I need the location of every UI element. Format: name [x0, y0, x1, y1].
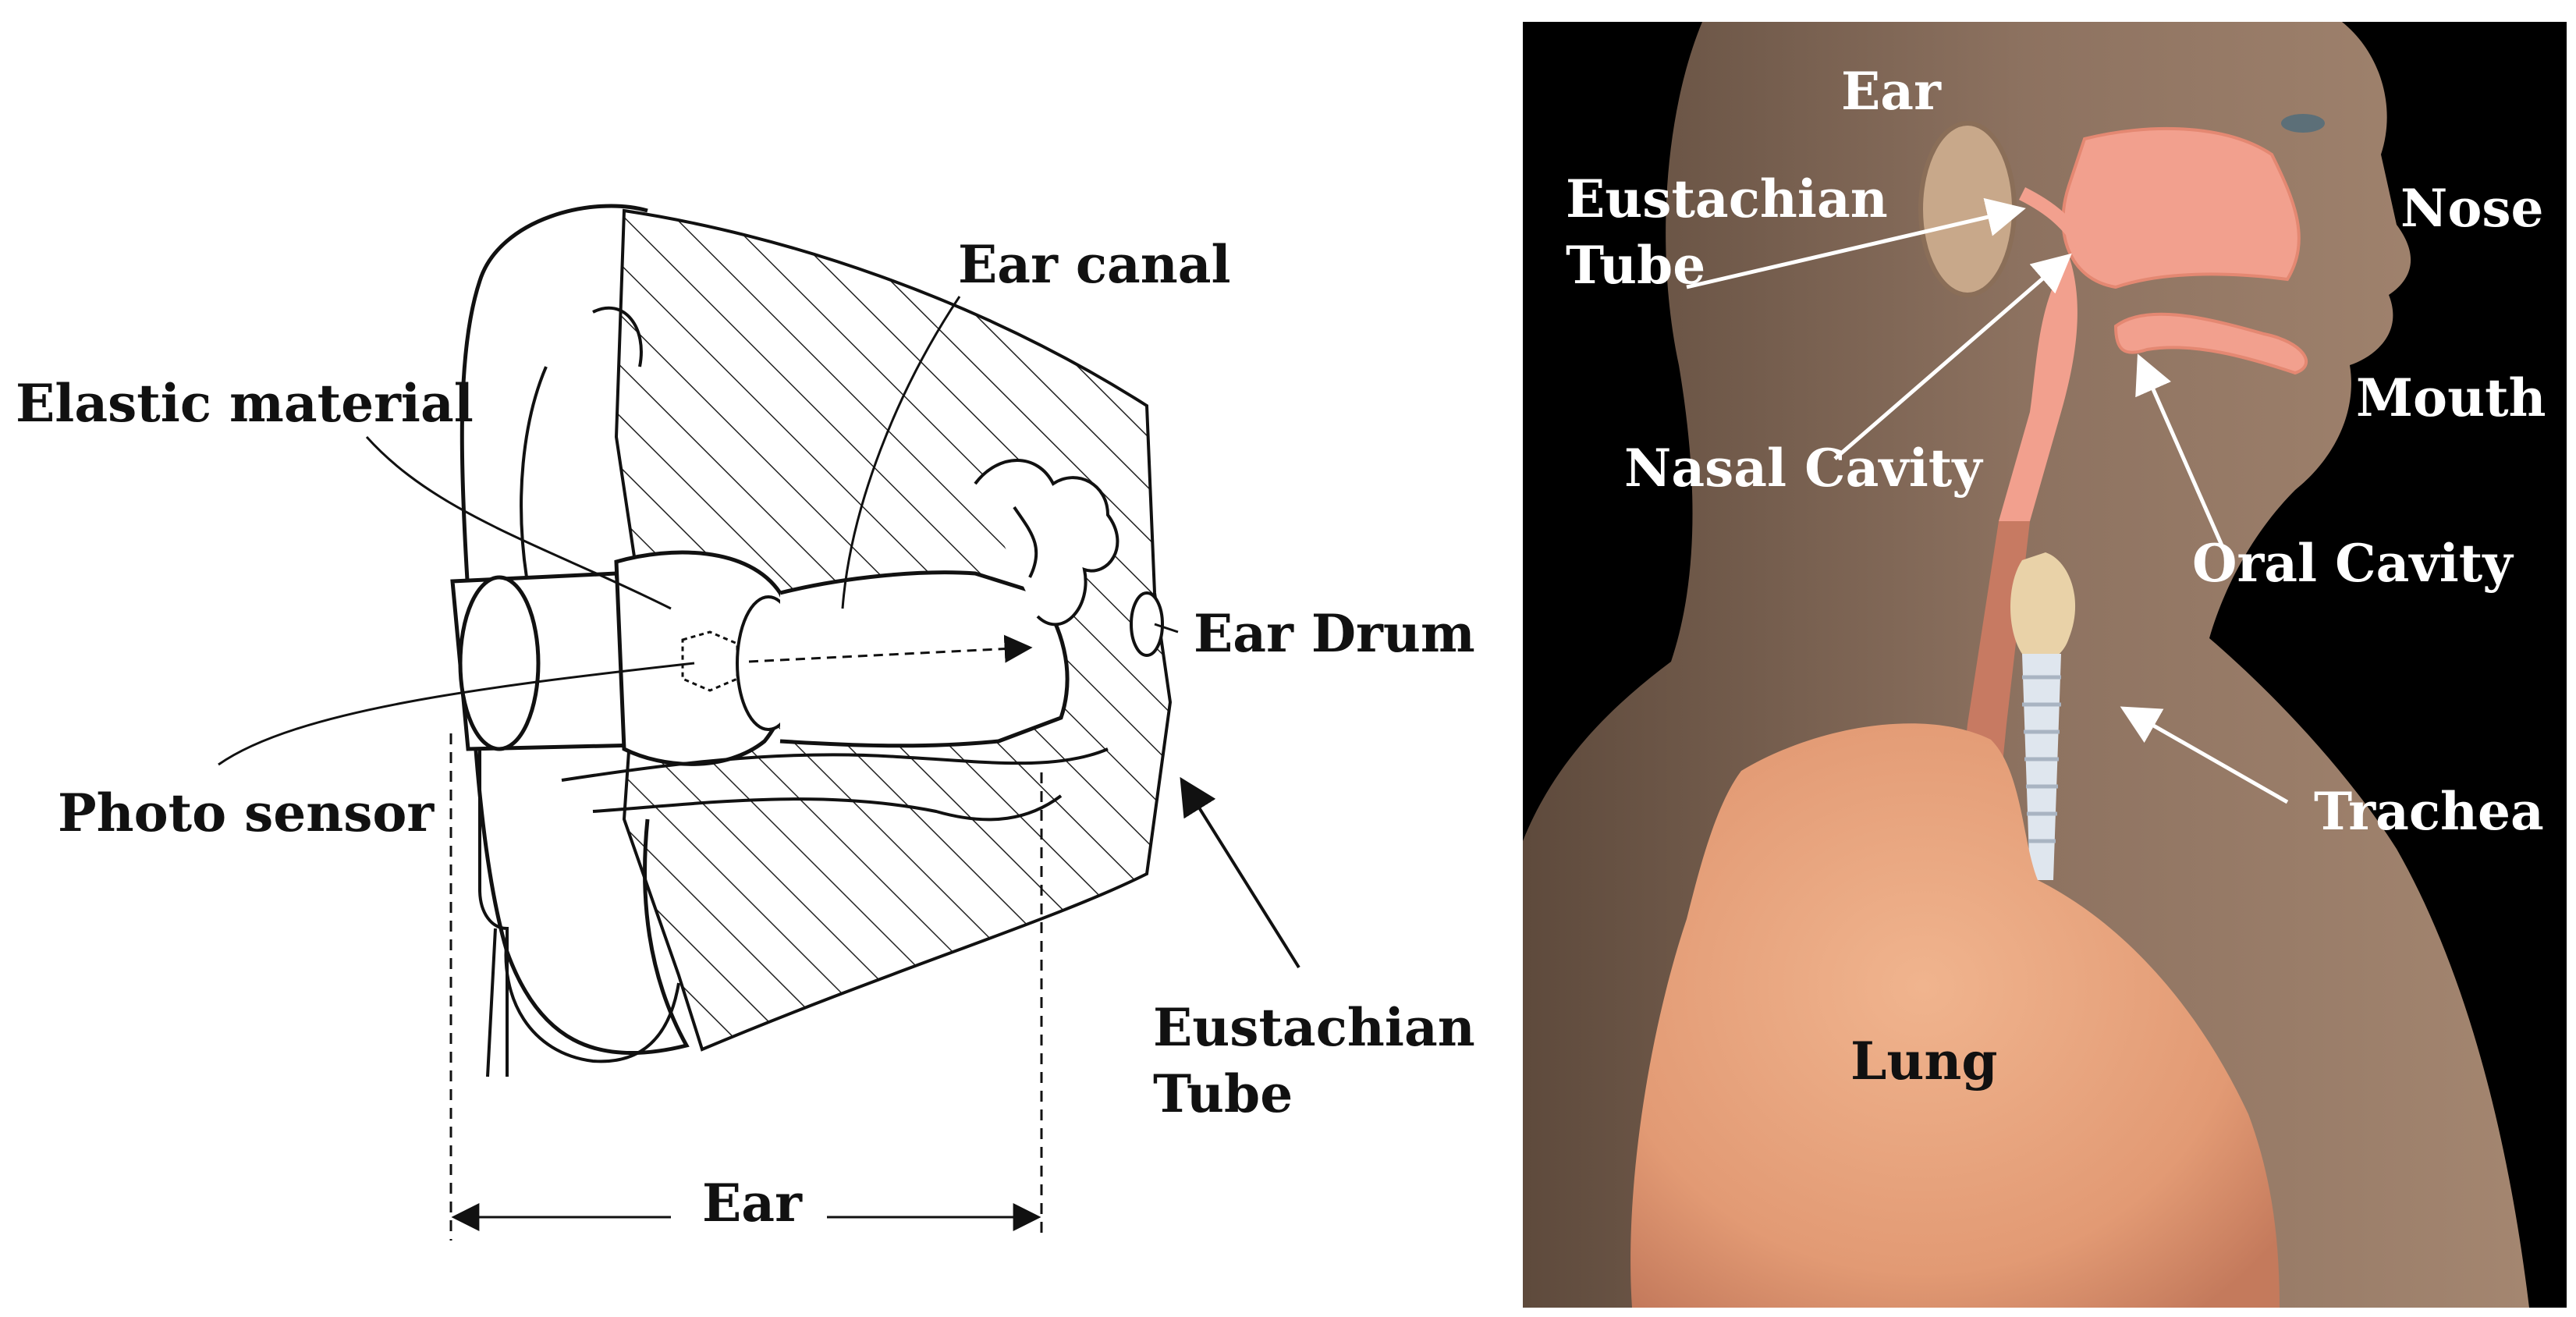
eustachian-tube-shape — [2018, 186, 2091, 253]
label-eustachian-tube-line2: Tube — [1153, 1063, 1293, 1124]
trachea-shape — [2022, 654, 2061, 880]
label-eustachian-tube-line1: Eustachian — [1566, 169, 1888, 229]
eye — [2281, 114, 2325, 133]
label-mouth: Mouth — [2356, 367, 2546, 428]
label-lung: Lung — [1850, 1031, 1998, 1092]
earphone-cable — [478, 749, 509, 1077]
arrow-nasal-cavity — [1833, 253, 2072, 460]
ear-canal-diagram: Ear canal Elastic material Ear Drum Phot… — [16, 204, 1475, 1241]
label-ear-canal: Ear canal — [958, 234, 1231, 295]
label-ear-span: Ear — [702, 1173, 803, 1234]
label-photo-sensor: Photo sensor — [58, 783, 435, 843]
airway-anatomy-illustration: Ear Eustachian Tube Nose Mouth Nasal Cav… — [1523, 22, 2567, 1308]
label-eustachian-tube-line2: Tube — [1566, 235, 1705, 296]
oral-cavity-shape — [2113, 312, 2308, 375]
earlobe — [504, 935, 680, 1063]
lung-shape — [1630, 723, 2280, 1308]
sensing-beam — [748, 634, 1033, 663]
auricle-inner-fold — [520, 306, 643, 578]
label-nasal-cavity: Nasal Cavity — [1624, 438, 1983, 499]
leader-photo-sensor — [218, 662, 695, 766]
ossicles — [974, 459, 1119, 627]
label-ear-drum: Ear Drum — [1194, 603, 1475, 664]
leader-ear-drum — [1154, 623, 1179, 634]
label-elastic-material: Elastic material — [16, 373, 474, 434]
arrow-trachea — [2120, 706, 2289, 804]
ear-shape — [1918, 121, 2017, 297]
photo-sensor-element — [681, 630, 739, 692]
label-oral-cavity: Oral Cavity — [2192, 533, 2514, 594]
label-eustachian-tube-line1: Eustachian — [1153, 997, 1475, 1058]
label-trachea: Trachea — [2314, 781, 2544, 842]
pharynx-shape — [1999, 256, 2077, 521]
label-nose: Nose — [2400, 178, 2544, 239]
lower-canal-wall — [561, 747, 1109, 822]
arrow-oral-cavity — [2135, 353, 2227, 554]
arrow-eustachian-tube — [1686, 197, 2026, 289]
earphone-cap — [458, 575, 541, 751]
ear-cross-section-drawing: Ear canal Elastic material Ear Drum Phot… — [16, 204, 1475, 1241]
ear-drum — [1130, 591, 1164, 657]
head-neck-lung-render: Ear Eustachian Tube Nose Mouth Nasal Cav… — [1523, 22, 2546, 1308]
arrow-eustachian-tube — [1180, 776, 1300, 969]
leader-ear-canal — [841, 296, 961, 609]
larynx-cartilage — [2010, 552, 2076, 662]
label-ear: Ear — [1841, 61, 1942, 122]
nasal-cavity-shape — [2061, 126, 2301, 289]
trachea-rings — [2022, 675, 2061, 843]
leader-elastic-material — [365, 435, 672, 610]
ear-canal-tube — [779, 570, 1070, 748]
